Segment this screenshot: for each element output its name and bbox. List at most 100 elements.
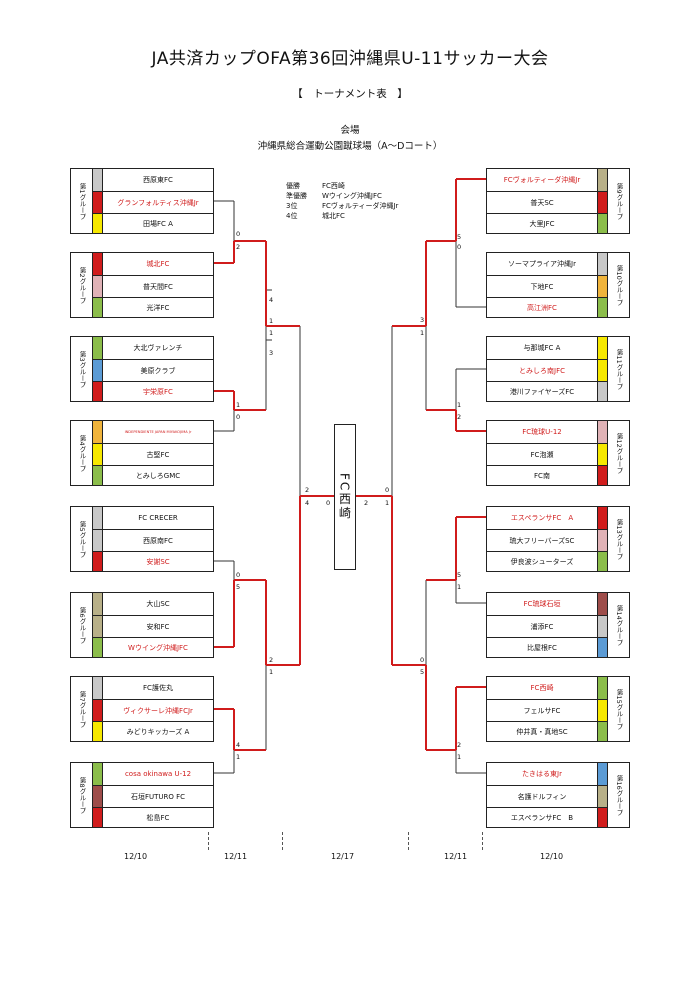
group-label-cell: 第15グループ — [607, 677, 629, 741]
group-label-cell: 第13グループ — [607, 507, 629, 571]
result-row: 4位城北FC — [286, 212, 345, 220]
group-label: 第15グループ — [615, 688, 623, 730]
group-color-column — [93, 763, 103, 827]
group-color-column — [93, 337, 103, 401]
team-color-swatch — [598, 637, 607, 657]
group-label: 第4グループ — [78, 434, 86, 472]
team-name: ヴィクサーレ沖縄FCJr — [103, 699, 213, 721]
score: 2 — [457, 741, 462, 749]
team-color-swatch — [93, 551, 102, 571]
team-name: 高江洲FC — [487, 297, 597, 317]
team-color-swatch — [93, 337, 102, 359]
team-color-swatch — [93, 443, 102, 465]
group-color-column — [93, 593, 103, 657]
team-name: 浦添FC — [487, 615, 597, 637]
team-name: とみしろGMC — [103, 465, 213, 485]
group-label: 第14グループ — [615, 604, 623, 646]
date-round2-left: 12/11 — [224, 852, 248, 861]
team-color-swatch — [93, 421, 102, 443]
team-name: 安和FC — [103, 615, 213, 637]
group-label-cell: 第14グループ — [607, 593, 629, 657]
team-name: 琉大フリーバーズSC — [487, 529, 597, 551]
team-name: たきはる東Jr — [522, 770, 562, 778]
group-color-column — [597, 169, 607, 233]
team-color-swatch — [598, 763, 607, 785]
column-separator — [482, 832, 483, 850]
team-name: 下地FC — [487, 275, 597, 297]
score: 4 — [305, 499, 310, 507]
team-color-swatch — [93, 721, 102, 741]
team-name: エスペランサFC B — [487, 807, 597, 827]
team-name: とみしろ南JFC — [487, 359, 597, 381]
team-color-swatch — [93, 763, 102, 785]
date-round1-right: 12/10 — [540, 852, 564, 861]
group-color-column — [597, 421, 607, 485]
team-color-swatch — [598, 551, 607, 571]
team-color-swatch — [93, 213, 102, 233]
group-color-column — [597, 763, 607, 827]
team-name: 比屋根FC — [487, 637, 597, 657]
team-name: FC護佐丸 — [143, 684, 173, 692]
group-color-column — [93, 421, 103, 485]
team-name: Wウイング沖縄JFC — [103, 637, 213, 657]
score: 2 — [364, 499, 369, 507]
team-name: 古堅FC — [103, 443, 213, 465]
team-name: 大北ヴァレンチ — [133, 344, 183, 352]
group-label: 第6グループ — [78, 606, 86, 644]
score: 5 — [457, 233, 462, 241]
team-color-swatch — [93, 699, 102, 721]
team-name: 名護ドルフィン — [487, 785, 597, 807]
group-color-column — [93, 507, 103, 571]
team-name: 宇栄原FC — [103, 381, 213, 401]
score: 5 — [457, 571, 462, 579]
team-name: cosa okinawa U-12 — [124, 770, 192, 778]
team-name: 伊良波シューターズ — [487, 551, 597, 571]
score: 0 — [385, 486, 390, 494]
score: 2 — [457, 413, 462, 421]
team-color-swatch — [93, 593, 102, 615]
group-color-column — [597, 253, 607, 317]
team-color-swatch — [93, 359, 102, 381]
team-color-swatch — [598, 785, 607, 807]
group-color-column — [597, 593, 607, 657]
team-color-swatch — [598, 337, 607, 359]
score: 1 — [269, 329, 274, 337]
group-label: 第12グループ — [615, 432, 623, 474]
date-final: 12/17 — [331, 852, 355, 861]
score: 3 — [420, 316, 425, 324]
team-color-swatch — [93, 465, 102, 485]
team-color-swatch — [598, 593, 607, 615]
team-name: FC泡瀬 — [487, 443, 597, 465]
team-name: 松島FC — [103, 807, 213, 827]
group-label-cell: 第8グループ — [71, 763, 93, 827]
team-color-swatch — [93, 381, 102, 401]
group-label-cell: 第12グループ — [607, 421, 629, 485]
score: 2 — [305, 486, 310, 494]
group-color-column — [597, 337, 607, 401]
team-name: INDEPENDIENTE JAPAN MIYAKOJIMA Jr — [124, 430, 192, 434]
team-color-swatch — [93, 297, 102, 317]
team-name: エスペランサFC A — [510, 514, 574, 522]
group-label: 第10グループ — [615, 264, 623, 306]
team-color-swatch — [93, 807, 102, 827]
team-name: 普天間FC — [103, 275, 213, 297]
score: 1 — [236, 401, 241, 409]
score: 1 — [269, 317, 274, 325]
score: 1 — [269, 668, 274, 676]
group-4: 第4グループ INDEPENDIENTE JAPAN MIYAKOJIMA Jr 古… — [70, 420, 214, 486]
score: 0 — [457, 243, 462, 251]
group-label: 第7グループ — [78, 690, 86, 728]
score: 0 — [420, 656, 425, 664]
